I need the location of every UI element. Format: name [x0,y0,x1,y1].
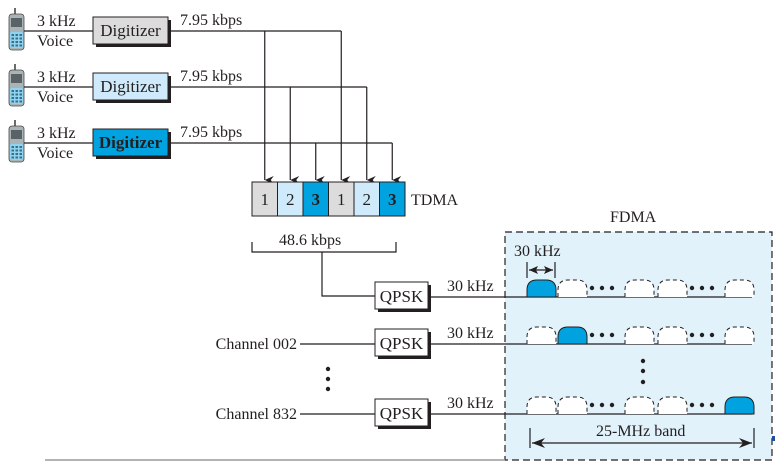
channel-bandwidth-label: 30 kHz [447,278,494,295]
idle-channel-slot [724,279,755,297]
qpsk-modulator-box: QPSK [374,398,431,429]
channel-ellipsis-dot [609,285,615,291]
source-type-label: Voice [37,145,73,162]
digitizer-rate-label: 7.95 kbps [180,12,242,29]
digitizer-rate-label: 7.95 kbps [180,124,242,141]
tdma-slot: 2 [277,181,304,217]
channel-vertical-ellipsis [325,366,331,392]
digitizer-box: Digitizer [92,128,171,159]
channel-ellipsis-dot [699,402,705,408]
fdma-channel-row: Channel 832 QPSK 30 kHz [216,395,755,429]
idle-channel-slot [624,396,655,414]
idle-channel-slot [624,279,655,297]
channel-ellipsis-dot [599,285,605,291]
channel-ellipsis-dot [609,332,615,338]
source-type-label: Voice [37,89,73,106]
tdma-rate-label: 48.6 kbps [279,232,341,249]
channel-bandwidth-label: 30 kHz [447,325,494,342]
qpsk-modulator-box: QPSK [374,328,431,359]
channel-ellipsis-dot [599,402,605,408]
idle-channel-slot [657,279,688,297]
fdma-label: FDMA [610,209,657,226]
channel-ellipsis-dot [589,402,595,408]
cell-phone-icon [8,64,25,107]
fdma-vertical-ellipsis [640,358,646,385]
channel-ellipsis-dot [689,285,695,291]
channel-name-label: Channel 002 [216,336,297,353]
idle-channel-slot [557,279,588,297]
tdma-slot: 1 [328,181,355,217]
channel-name-label: Channel 832 [216,406,297,423]
digitizer-label: Digitizer [100,21,161,40]
qpsk-modulator-box: QPSK [374,281,431,312]
channel-ellipsis-dot [699,285,705,291]
qpsk-label: QPSK [380,404,424,423]
source-frequency-label: 3 kHz [37,125,76,142]
active-channel-slot [526,279,557,298]
channel-ellipsis-dot [689,402,695,408]
channel-bandwidth-label: 30 kHz [447,395,494,412]
channel-ellipsis-dot [709,402,715,408]
band-width-indicator [529,428,755,448]
channel-ellipsis-dot [599,332,605,338]
tdma-slot: 3 [302,181,329,217]
tdma-slot-label: 2 [363,190,372,209]
tdma-slot: 2 [353,181,380,217]
active-channel-slot [557,326,588,345]
digitizer-box: Digitizer [92,16,171,47]
channel-ellipsis-dot [589,285,595,291]
fdma-channel-row: QPSK 30 kHz [374,278,755,312]
active-channel-slot [724,396,755,415]
tdma-multiplex-lines [171,30,402,184]
tdma-slot-label: 2 [286,190,295,209]
qpsk-label: QPSK [380,334,424,353]
source-frequency-label: 3 kHz [37,13,76,30]
channel-ellipsis-dot [589,332,595,338]
idle-channel-slot [557,396,588,414]
idle-channel-slot [657,396,688,414]
edge-mark [772,436,775,441]
idle-channel-slot [724,326,755,344]
channel-ellipsis-dot [699,332,705,338]
channel-ellipsis-dot [609,402,615,408]
tdma-slot-label: 1 [261,190,270,209]
tdma-label: TDMA [411,192,459,209]
cell-phone-icon [8,120,25,163]
qpsk-label: QPSK [380,287,424,306]
idle-channel-slot [526,396,557,414]
digitizer-label: Digitizer [100,77,161,96]
cell-phone-icon [8,8,25,51]
digitizer-box: Digitizer [92,72,171,103]
tdma-slot-label: 3 [388,190,397,209]
source-frequency-label: 3 kHz [37,69,76,86]
tdma-slot-label: 1 [337,190,346,209]
channel-ellipsis-dot [689,332,695,338]
tdma-slot: 3 [379,181,406,217]
band-label: 25-MHz band [596,423,685,440]
channel-width-indicator [526,262,556,278]
channel-ellipsis-dot [709,285,715,291]
tdma-slot-label: 3 [312,190,321,209]
idle-channel-slot [624,326,655,344]
tdma-slot: 1 [251,181,278,217]
source-type-label: Voice [37,33,73,50]
digitizer-rate-label: 7.95 kbps [180,68,242,85]
channel-width-label: 30 kHz [514,243,561,260]
fdma-channel-row: Channel 002 QPSK 30 kHz [216,325,755,359]
tdma-bracket [251,242,397,297]
digitizer-label: Digitizer [99,133,163,152]
idle-channel-slot [657,326,688,344]
idle-channel-slot [526,326,557,344]
channel-ellipsis-dot [709,332,715,338]
